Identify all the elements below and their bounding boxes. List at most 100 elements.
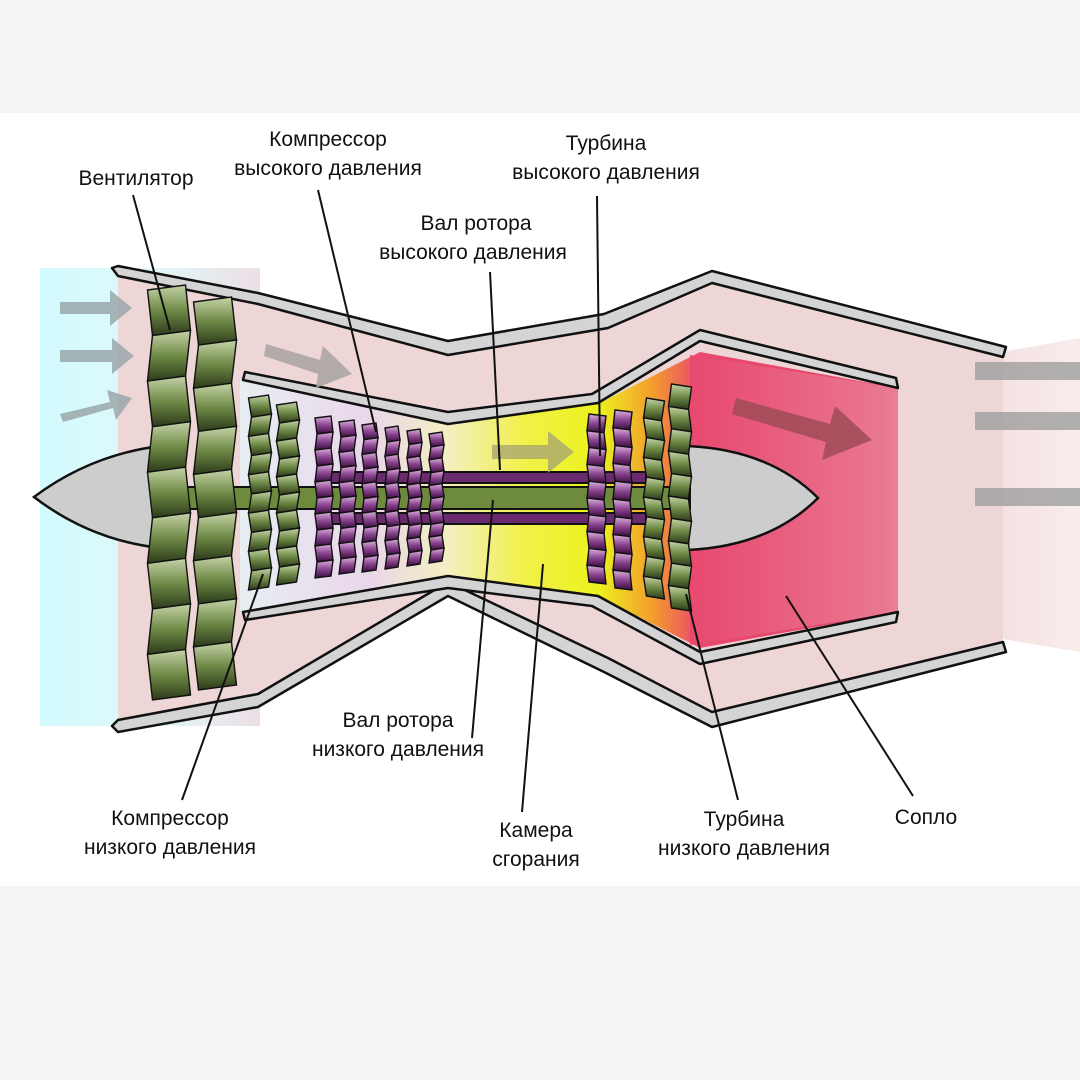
lp-compressor-stage-1 bbox=[247, 394, 273, 591]
hp-compressor-stage-2-segment bbox=[338, 419, 357, 438]
outer-casing-top bbox=[110, 264, 1008, 359]
leader-nozzle bbox=[785, 595, 914, 797]
label-combustion-line2: сгорания bbox=[492, 848, 579, 871]
hp-compressor-stage-1-segment bbox=[314, 479, 334, 499]
hp-turbine-stage-1-segment bbox=[586, 430, 607, 451]
hp-compressor-stage-4-segment bbox=[384, 552, 401, 570]
hp-compressor-stage-4-segment bbox=[384, 425, 401, 443]
lp-turbine-stage-1-segment bbox=[642, 397, 666, 422]
hp-turbine-stage-1-segment bbox=[586, 530, 607, 552]
fan-blade-row-2-segment bbox=[192, 597, 238, 648]
hp-compressor-stage-5 bbox=[406, 428, 423, 567]
label-hp-compressor-line1: Компрессор bbox=[269, 128, 387, 151]
lp-compressor-stage-1-segment bbox=[247, 547, 273, 572]
fan-blade-row-2-segment bbox=[192, 554, 238, 605]
bypass-arrow-inlet bbox=[264, 344, 352, 388]
lp-compressor-stage-2-segment bbox=[275, 563, 301, 586]
hp-turbine-stage-1-segment bbox=[586, 514, 607, 535]
hp-compressor-stage-2 bbox=[338, 419, 357, 575]
hp-compressor-stage-5-segment bbox=[406, 549, 423, 567]
leader-combustion bbox=[521, 563, 544, 813]
hp-compressor-stage-2-segment bbox=[338, 510, 357, 530]
label-hp-turbine-line2: высокого давления bbox=[512, 161, 700, 184]
fan-blade-row-1-segment bbox=[146, 420, 192, 474]
inner-casing-top bbox=[241, 328, 900, 426]
hp-turbine-stage-2-segment bbox=[612, 409, 633, 431]
hp-compressor-stage-1 bbox=[314, 415, 334, 579]
hp-compressor-stage-1-segment bbox=[314, 527, 334, 547]
lp-turbine-stage-2-segment bbox=[667, 472, 693, 500]
hp-compressor-stage-2-segment bbox=[338, 449, 357, 469]
hp-turbine-stage-2-segment bbox=[612, 480, 633, 502]
hp-turbine-stage-2 bbox=[612, 409, 633, 591]
leader-lp-turbine bbox=[685, 593, 739, 801]
fan-blade-row-1-segment bbox=[146, 329, 192, 382]
lp-turbine-stage-2-segment bbox=[667, 428, 693, 455]
hp-compressor-stage-2-segment bbox=[338, 540, 357, 560]
hp-turbine-stage-2-segment bbox=[612, 533, 633, 556]
hp-compressor-stage-2-segment bbox=[338, 480, 357, 499]
labels: Вентилятор Компрессор высокого давления … bbox=[79, 128, 958, 871]
hp-compressor-stage-3 bbox=[361, 422, 379, 573]
hp-turbine-stage-1-segment bbox=[586, 497, 607, 518]
label-fan: Вентилятор bbox=[79, 167, 194, 190]
fan-blade-row-1-segment bbox=[146, 375, 192, 428]
top-margin bbox=[0, 0, 1080, 113]
label-lp-shaft-line1: Вал ротора bbox=[342, 709, 453, 732]
hp-compressor-stage-1-segment bbox=[314, 463, 334, 483]
leader-hp-shaft bbox=[489, 271, 501, 471]
hp-compressor-stage-4 bbox=[384, 425, 401, 570]
fan-blade-row-1 bbox=[146, 284, 192, 701]
lp-turbine-stage-2-segment bbox=[667, 495, 693, 523]
label-combustion-line1: Камера bbox=[499, 819, 573, 842]
hp-compressor-stage-4-segment bbox=[384, 453, 401, 472]
hp-turbine-stage-1 bbox=[586, 413, 607, 585]
hp-turbine-stage-2-segment bbox=[612, 498, 633, 520]
hp-compressor-stage-6-segment bbox=[428, 547, 445, 564]
fan-blade-row-1-segment bbox=[146, 648, 192, 701]
lp-turbine-stage-2-segment bbox=[667, 450, 693, 478]
hp-compressor-stage-1-segment bbox=[314, 511, 334, 531]
hp-compressor-stage-1-segment bbox=[314, 495, 334, 515]
fan-blade-row-2 bbox=[192, 296, 238, 691]
label-lp-turbine-line2: низкого давления bbox=[658, 837, 830, 860]
label-hp-shaft-line1: Вал ротора bbox=[420, 212, 531, 235]
hp-turbine-stage-2-segment bbox=[612, 569, 633, 591]
fan-blade-row-2-segment bbox=[192, 468, 238, 519]
label-lp-compressor-line1: Компрессор bbox=[111, 807, 229, 830]
fan-blade-row-2-segment bbox=[192, 511, 238, 562]
lp-turbine-stage-1 bbox=[642, 397, 666, 600]
fan-blade-row-1-segment bbox=[146, 557, 192, 610]
hp-compressor-stage-1-segment bbox=[314, 559, 334, 579]
hp-compressor-stage-2-segment bbox=[338, 555, 357, 575]
label-hp-compressor-line2: высокого давления bbox=[234, 157, 422, 180]
hp-compressor-stage-3-segment bbox=[361, 451, 379, 470]
plume-bar-3 bbox=[975, 488, 1080, 506]
hp-turbine-stage-1-segment bbox=[586, 564, 607, 585]
hp-compressor-stage-1-segment bbox=[314, 415, 334, 435]
intake-arrow-1 bbox=[60, 290, 132, 326]
fan-blade-row-2-segment bbox=[192, 425, 238, 476]
hp-compressor-stage-3-segment bbox=[361, 554, 379, 573]
inner-casing-bottom bbox=[241, 574, 900, 666]
label-hp-turbine-line1: Турбина bbox=[566, 132, 647, 155]
leader-hp-turbine bbox=[596, 195, 601, 457]
outer-casing-bottom bbox=[110, 580, 1008, 734]
hp-compressor-stage-1-segment bbox=[314, 447, 334, 467]
label-hp-shaft-line2: высокого давления bbox=[379, 241, 567, 264]
hp-turbine-stage-1-segment bbox=[586, 480, 607, 501]
hp-compressor-stage-1-segment bbox=[314, 543, 334, 563]
lp-compressor-stage-1-segment bbox=[247, 432, 273, 457]
hp-compressor-stage-3-segment bbox=[361, 539, 379, 559]
lp-turbine-stage-1-segment bbox=[642, 575, 666, 600]
lp-shaft bbox=[159, 486, 691, 510]
fan-blade-row-2-segment bbox=[192, 296, 238, 346]
fan-blade-row-2-segment bbox=[192, 339, 238, 390]
hp-compressor-stage-4-segment bbox=[384, 481, 401, 500]
lp-turbine-stage-2-segment bbox=[667, 539, 693, 568]
lp-compressor-stage-1-segment bbox=[247, 471, 273, 495]
hp-turbine-stage-1-segment bbox=[586, 446, 607, 468]
blade-stages bbox=[146, 284, 693, 701]
hp-turbine-stage-2-segment bbox=[612, 427, 633, 449]
